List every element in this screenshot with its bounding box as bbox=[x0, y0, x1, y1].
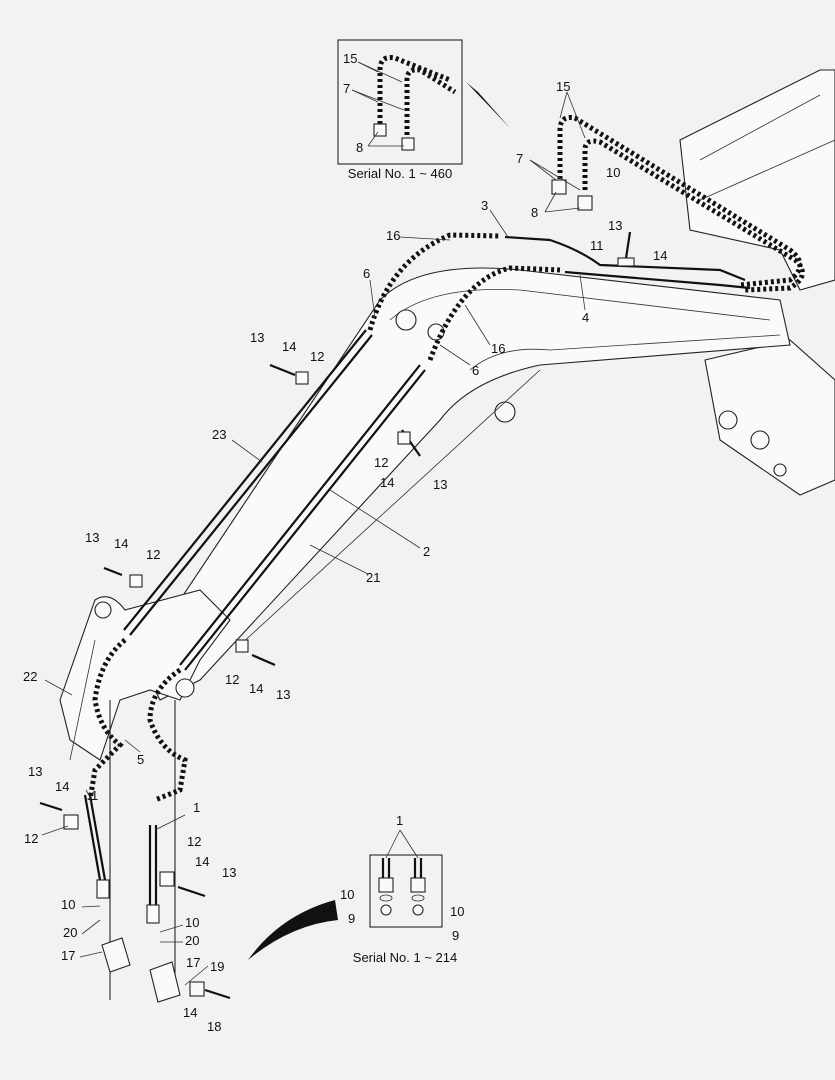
callout-20-b: 20 bbox=[185, 933, 199, 948]
callout-14-g: 14 bbox=[195, 854, 209, 869]
callout-14-e: 14 bbox=[249, 681, 263, 696]
inset-bottom-pointer bbox=[248, 900, 338, 960]
callout-14-c: 14 bbox=[380, 475, 394, 490]
inset-top-caption: Serial No. 1 ~ 460 bbox=[348, 166, 452, 181]
inset-bottom-caption: Serial No. 1 ~ 214 bbox=[353, 950, 457, 965]
callout-12-g: 12 bbox=[187, 834, 201, 849]
callout-14-b: 14 bbox=[282, 339, 296, 354]
leader-lines bbox=[41, 91, 586, 986]
callout-16-a: 16 bbox=[386, 228, 400, 243]
callout-14-d: 14 bbox=[114, 536, 128, 551]
callout-5: 5 bbox=[137, 752, 144, 767]
callout-6-a: 6 bbox=[363, 266, 370, 281]
callout-7: 7 bbox=[516, 151, 523, 166]
callout-17-a: 17 bbox=[61, 948, 75, 963]
callout-4: 4 bbox=[582, 310, 589, 325]
boom-structure bbox=[59, 69, 835, 1000]
hose-lines bbox=[83, 115, 805, 924]
callout-3: 3 bbox=[481, 198, 488, 213]
inset-serial-214: 1 10 9 10 9 Serial No. 1 ~ 214 bbox=[340, 813, 464, 965]
callout-17-b: 17 bbox=[186, 955, 200, 970]
callout-22: 22 bbox=[23, 669, 37, 684]
inset-serial-460: 15 7 8 Serial No. 1 ~ 460 bbox=[337, 39, 463, 181]
callout-13-c: 13 bbox=[433, 477, 447, 492]
callout-12-c: 12 bbox=[374, 455, 388, 470]
callout-6-b: 6 bbox=[472, 363, 479, 378]
inset-top-callout-15: 15 bbox=[343, 51, 357, 66]
inset-bottom-callout-10a: 10 bbox=[340, 887, 354, 902]
inset-bottom-callout-9b: 9 bbox=[452, 928, 459, 943]
callout-14-f: 14 bbox=[55, 779, 69, 794]
bolt-18 bbox=[204, 988, 231, 1000]
callout-1-b: 1 bbox=[193, 800, 200, 815]
callout-13-b: 13 bbox=[250, 330, 264, 345]
callout-10-a: 10 bbox=[61, 897, 75, 912]
callout-12-d: 12 bbox=[146, 547, 160, 562]
callout-10-top: 10 bbox=[606, 165, 620, 180]
inset-bottom-callout-1: 1 bbox=[396, 813, 403, 828]
callout-labels: 15 7 10 8 3 13 16 11 14 6 4 13 14 16 12 … bbox=[23, 79, 667, 1034]
callout-20-a: 20 bbox=[63, 925, 77, 940]
callout-15: 15 bbox=[556, 79, 570, 94]
callout-14-a: 14 bbox=[653, 248, 667, 263]
callout-11: 11 bbox=[590, 238, 604, 253]
callout-16-b: 16 bbox=[491, 341, 505, 356]
callout-12-e: 12 bbox=[225, 672, 239, 687]
inset-top-callout-8: 8 bbox=[356, 140, 363, 155]
callout-13-a: 13 bbox=[608, 218, 622, 233]
callout-13-e: 13 bbox=[276, 687, 290, 702]
callout-2: 2 bbox=[423, 544, 430, 559]
callout-23: 23 bbox=[212, 427, 226, 442]
callout-8: 8 bbox=[531, 205, 538, 220]
callout-13-f: 13 bbox=[28, 764, 42, 779]
callout-19: 19 bbox=[210, 959, 224, 974]
callout-1-a: 1 bbox=[91, 788, 98, 803]
inset-top-pointer bbox=[466, 82, 510, 128]
block-17-right bbox=[149, 961, 181, 1003]
inset-top-callout-7: 7 bbox=[343, 81, 350, 96]
callout-13-g: 13 bbox=[222, 865, 236, 880]
block-17-left bbox=[101, 937, 131, 973]
callout-21: 21 bbox=[366, 570, 380, 585]
callout-12-f: 12 bbox=[24, 831, 38, 846]
callout-18: 18 bbox=[207, 1019, 221, 1034]
callout-13-d: 13 bbox=[85, 530, 99, 545]
callout-14-h: 14 bbox=[183, 1005, 197, 1020]
callout-12-b: 12 bbox=[310, 349, 324, 364]
clamps-bolts bbox=[39, 231, 635, 898]
inset-bottom-callout-9a: 9 bbox=[348, 911, 355, 926]
callout-10-b: 10 bbox=[185, 915, 199, 930]
inset-bottom-callout-10b: 10 bbox=[450, 904, 464, 919]
